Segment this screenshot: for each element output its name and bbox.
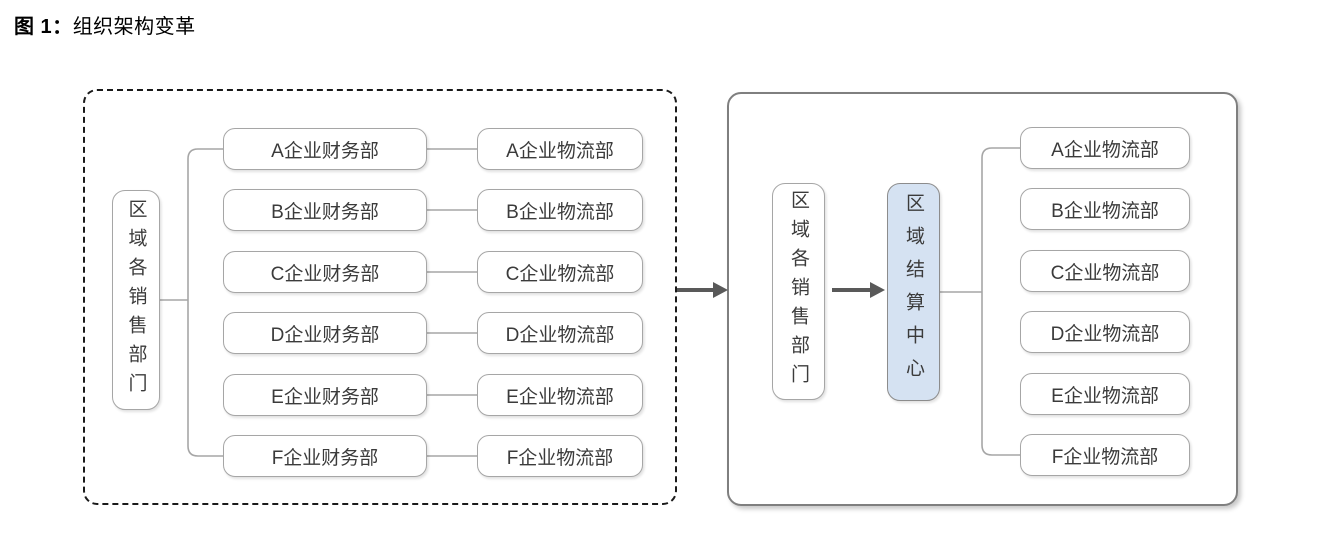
regional-sales-label-before: 区域各销售部门 [125, 198, 147, 402]
logistics-department-label: F企业物流部 [1051, 446, 1159, 468]
after-trunk [981, 147, 1020, 456]
finance-department-box-d: D企业财务部 [223, 312, 427, 354]
logistics-department-label: E企业物流部 [1051, 385, 1159, 407]
finance-department-label: F企业财务部 [271, 447, 379, 469]
logistics-department-box-before-e: E企业物流部 [477, 374, 643, 416]
logistics-department-label: E企业物流部 [506, 386, 614, 408]
figure-caption: 组织架构变革 [72, 16, 196, 38]
logistics-department-label: D企业物流部 [1050, 323, 1160, 345]
logistics-department-box-before-a: A企业物流部 [477, 128, 643, 170]
logistics-department-label: C企业物流部 [505, 263, 615, 285]
finance-department-box-c: C企业财务部 [223, 251, 427, 293]
logistics-department-label: D企业物流部 [505, 324, 615, 346]
logistics-department-box-after-d: D企业物流部 [1020, 311, 1190, 353]
finance-department-label: D企业财务部 [270, 324, 380, 346]
figure-number: 图 1： [14, 16, 73, 38]
transform-arrow-icon [677, 282, 728, 298]
logistics-department-label: A企业物流部 [1051, 139, 1159, 161]
logistics-department-label: B企业物流部 [1051, 200, 1159, 222]
logistics-department-box-after-e: E企业物流部 [1020, 373, 1190, 415]
logistics-department-label: A企业物流部 [506, 140, 614, 162]
regional-sales-box-after: 区域各销售部门 [772, 183, 825, 400]
logistics-department-label: B企业物流部 [506, 201, 614, 223]
after-structure-panel [727, 92, 1238, 506]
settlement-center-box: 区域结算中心 [887, 183, 940, 401]
logistics-department-box-after-b: B企业物流部 [1020, 188, 1190, 230]
logistics-department-box-before-b: B企业物流部 [477, 189, 643, 231]
finance-department-box-e: E企业财务部 [223, 374, 427, 416]
logistics-department-box-before-f: F企业物流部 [477, 435, 643, 477]
logistics-department-label: C企业物流部 [1050, 262, 1160, 284]
before-trunk [187, 148, 223, 457]
logistics-department-label: F企业物流部 [506, 447, 614, 469]
logistics-department-box-before-d: D企业物流部 [477, 312, 643, 354]
finance-department-box-a: A企业财务部 [223, 128, 427, 170]
flow-arrow-icon [832, 282, 885, 298]
before-structure-panel [83, 89, 677, 505]
regional-sales-label-after: 区域各销售部门 [788, 190, 809, 393]
logistics-department-box-after-c: C企业物流部 [1020, 250, 1190, 292]
finance-department-label: C企业财务部 [270, 263, 380, 285]
regional-sales-box-before: 区域各销售部门 [112, 190, 160, 410]
figure-title: 图 1：组织架构变革 [14, 10, 196, 39]
finance-department-label: A企业财务部 [271, 140, 379, 162]
finance-department-label: B企业财务部 [271, 201, 379, 223]
logistics-department-box-after-f: F企业物流部 [1020, 434, 1190, 476]
logistics-department-box-after-a: A企业物流部 [1020, 127, 1190, 169]
finance-department-box-b: B企业财务部 [223, 189, 427, 231]
finance-department-box-f: F企业财务部 [223, 435, 427, 477]
finance-department-label: E企业财务部 [271, 386, 379, 408]
settlement-center-label: 区域结算中心 [903, 193, 924, 391]
logistics-department-box-before-c: C企业物流部 [477, 251, 643, 293]
